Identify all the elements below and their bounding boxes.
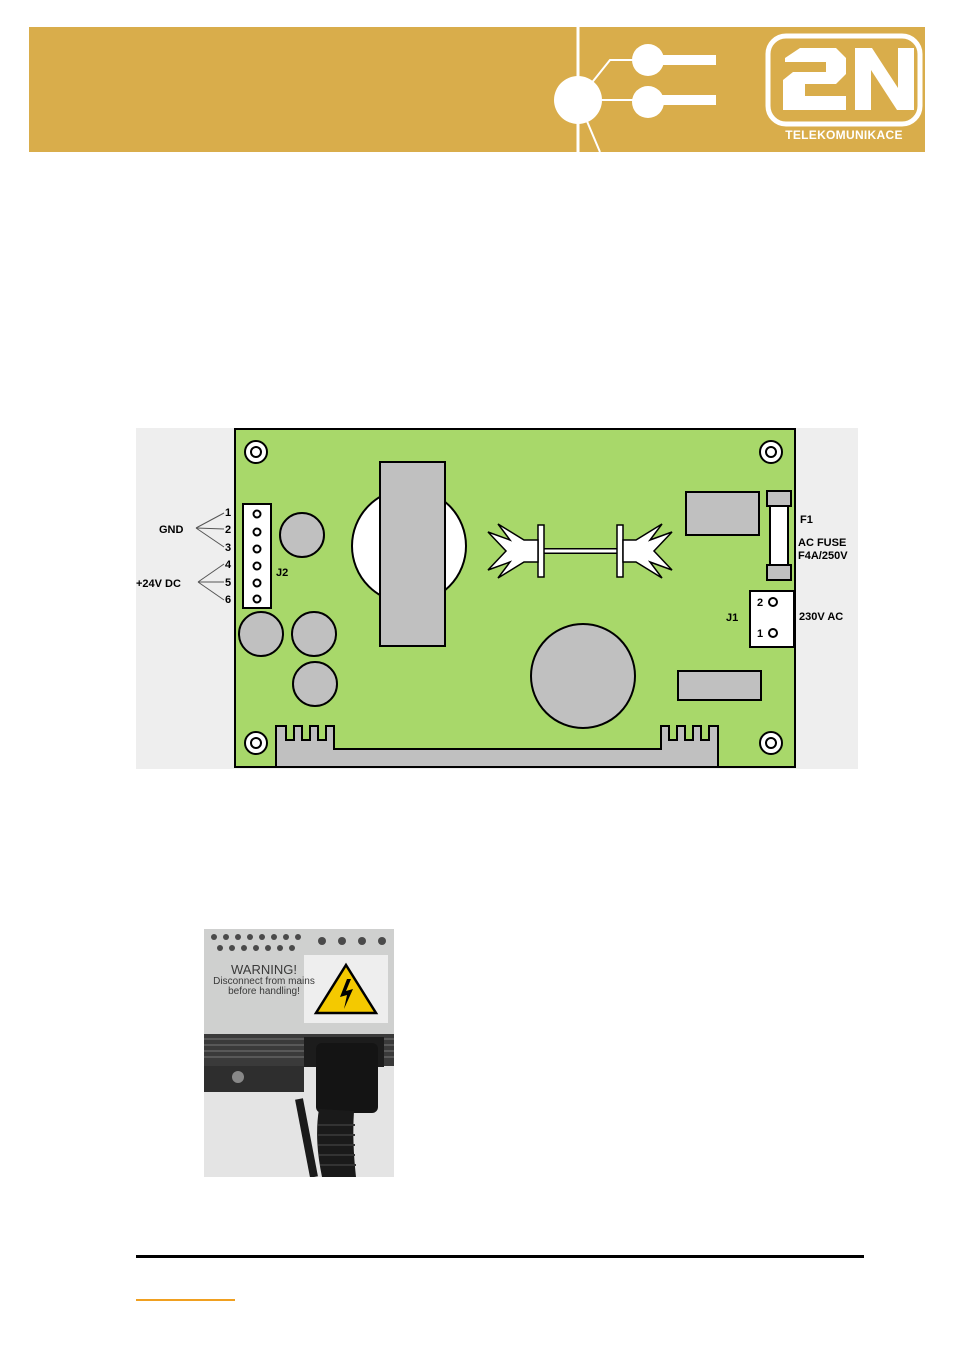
pin-number: 5 [225, 577, 231, 589]
pin-number: 4 [225, 559, 232, 571]
power-cable [317, 1109, 356, 1177]
2n-logo [765, 33, 923, 127]
warning-body: Disconnect from mains before handling! [213, 975, 315, 998]
capacitor [292, 661, 338, 707]
ac-voltage-label: 230V AC [799, 611, 843, 623]
j1-pin1-label: 1 [757, 628, 763, 640]
pcb-board [234, 428, 796, 768]
f1-label: F1 [800, 514, 813, 526]
j1-label: J1 [726, 612, 738, 624]
capacitor [238, 611, 284, 657]
heatsink [275, 725, 719, 768]
large-capacitor [530, 623, 636, 729]
footer-accent-line [136, 1299, 235, 1301]
power-supply-photo: WARNING! Disconnect from mains before ha… [204, 929, 394, 1177]
fuse-rating-label: F4A/250V [798, 550, 848, 562]
footer-rule [136, 1255, 864, 1258]
relay [685, 491, 760, 536]
pin-number: 6 [225, 594, 231, 606]
j2-label: J2 [276, 567, 288, 579]
gnd-label: GND [159, 524, 184, 536]
warning-sticker-text: WARNING! Disconnect from mains before ha… [212, 963, 316, 998]
capacitor [279, 512, 325, 558]
logo-subtitle: TELEKOMUNIKACE [785, 128, 903, 142]
ventilation-holes [211, 934, 386, 951]
header-circuit-graphic [554, 27, 923, 153]
power-plug [316, 1043, 378, 1113]
screw [232, 1071, 244, 1083]
j1-pin2-label: 2 [757, 597, 763, 609]
circuit-node [632, 86, 664, 118]
warning-title: WARNING! [231, 962, 297, 977]
ac-fuse-label: AC FUSE [798, 537, 846, 549]
rectangular-component [677, 670, 762, 701]
capacitor [291, 611, 337, 657]
connector-j2 [242, 503, 272, 609]
transformer [379, 461, 446, 647]
pin-number: 2 [225, 524, 231, 536]
mounting-hole [244, 731, 268, 755]
pin-number: 3 [225, 542, 231, 554]
mounting-hole [759, 731, 783, 755]
dc-label: +24V DC [136, 578, 181, 590]
fuse-f1 [766, 490, 792, 581]
pin-number: 1 [225, 507, 231, 519]
header-band [29, 27, 925, 152]
circuit-node [632, 44, 664, 76]
isolation-barrier [487, 523, 673, 579]
mounting-hole [759, 440, 783, 464]
photo-illustration [204, 929, 394, 1177]
circuit-node-large [554, 76, 602, 124]
mounting-hole [244, 440, 268, 464]
pcb-diagram: J2 1 2 3 4 5 6 GND +24V DC [136, 428, 858, 769]
